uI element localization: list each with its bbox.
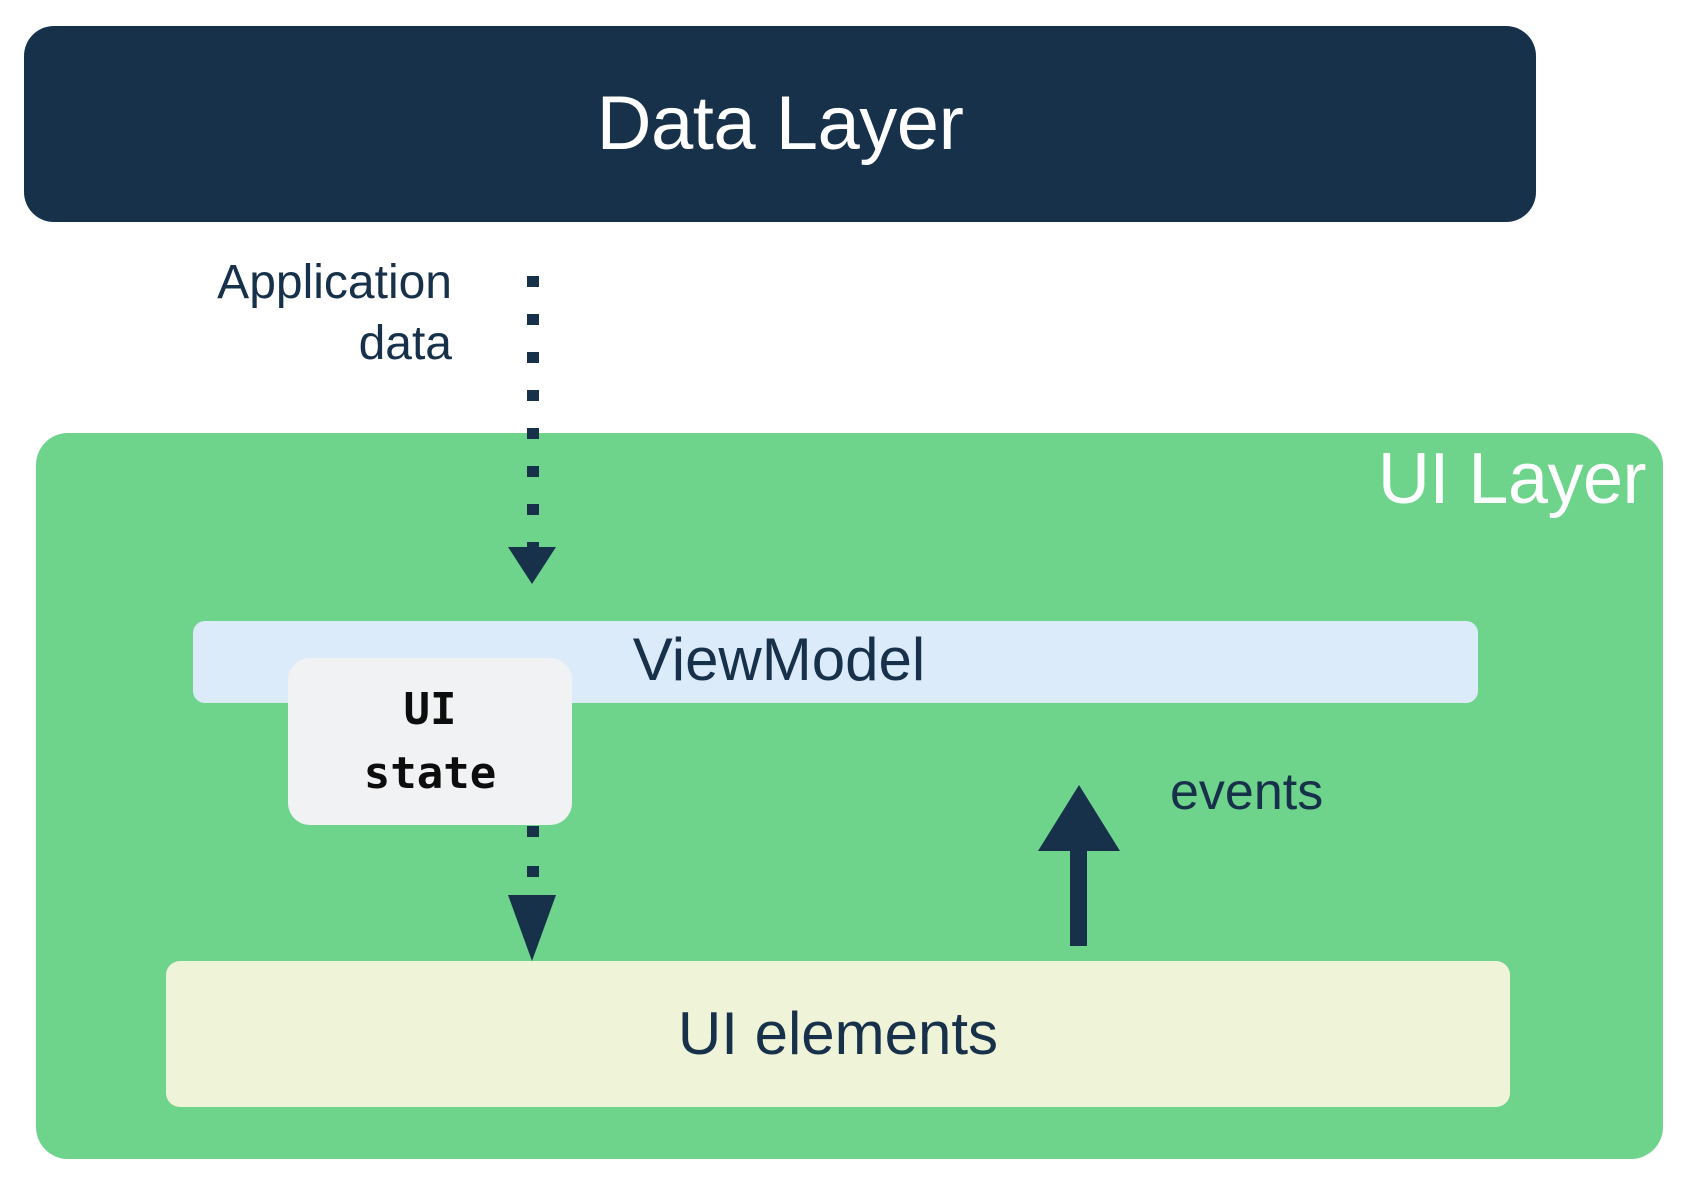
ui-layer-title: UI Layer: [1377, 439, 1647, 519]
events-arrow-shaft: [1070, 845, 1087, 946]
application-data-label: Application data: [217, 256, 452, 371]
ui-state-box: UI state: [288, 658, 572, 825]
ui-state-label: UI state: [363, 683, 497, 799]
ui-state-arrowhead-icon: [508, 895, 556, 961]
ui-elements-label: UI elements: [677, 1000, 999, 1067]
ui-elements-box: UI elements: [166, 961, 1510, 1107]
viewmodel-label: ViewModel: [632, 626, 926, 693]
application-data-dotted-line: [527, 276, 539, 548]
data-layer-title: Data Layer: [596, 81, 964, 166]
ui-state-dotted-line: [527, 826, 539, 896]
events-arrowhead-icon: [1038, 785, 1120, 851]
application-data-arrowhead-icon: [508, 547, 556, 584]
events-label: events: [1170, 763, 1324, 821]
data-layer-box: Data Layer: [24, 26, 1536, 222]
